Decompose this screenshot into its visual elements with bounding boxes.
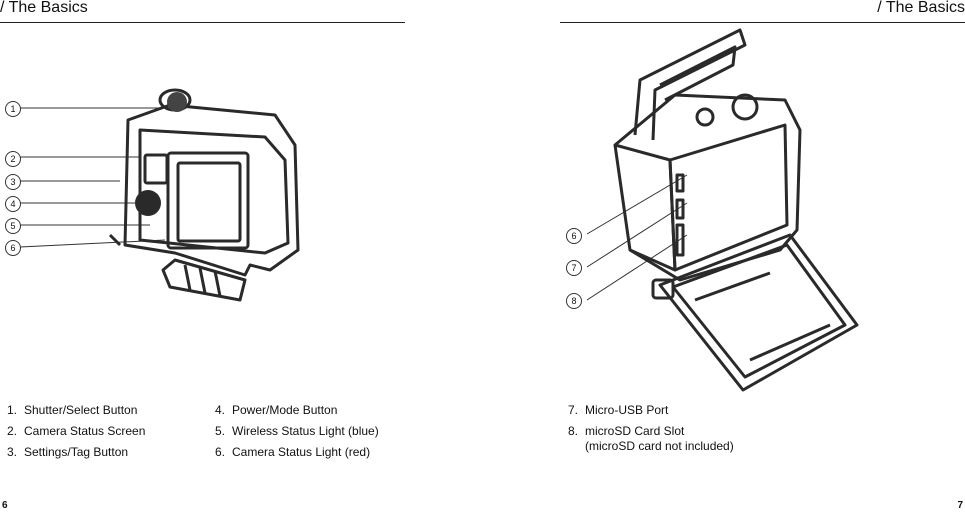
list-number: 5. bbox=[215, 424, 226, 438]
page-number: 7 bbox=[957, 500, 963, 511]
list-label: Camera Status Light (red) bbox=[232, 445, 371, 459]
callout-badge: 7 bbox=[566, 260, 582, 276]
list-number: 4. bbox=[215, 403, 226, 417]
right-page: / The Basics 6 7 bbox=[495, 0, 965, 513]
left-page: / The Basics 1 2 3 4 5 bbox=[0, 0, 470, 513]
section-title: / The Basics bbox=[0, 0, 88, 16]
list-item: 4. Power/Mode Button bbox=[215, 400, 379, 421]
header-rule bbox=[560, 22, 965, 23]
list-item: 5. Wireless Status Light (blue) bbox=[215, 421, 379, 442]
callout-badge: 8 bbox=[566, 293, 582, 309]
list-number: 8. bbox=[568, 424, 579, 438]
list-number: 3. bbox=[7, 445, 18, 459]
parts-list-col2: 4. Power/Mode Button 5. Wireless Status … bbox=[215, 400, 379, 463]
parts-list-col1: 1. Shutter/Select Button 2. Camera Statu… bbox=[7, 400, 145, 463]
callout-badge: 6 bbox=[5, 240, 21, 256]
page-number: 6 bbox=[2, 500, 8, 511]
list-item: 7. Micro-USB Port bbox=[568, 400, 734, 421]
list-label: microSD Card Slot bbox=[585, 424, 685, 438]
section-title: / The Basics bbox=[877, 0, 965, 16]
list-number: 6. bbox=[215, 445, 226, 459]
list-item: 2. Camera Status Screen bbox=[7, 421, 145, 442]
list-label: Camera Status Screen bbox=[24, 424, 146, 438]
list-item: 1. Shutter/Select Button bbox=[7, 400, 145, 421]
list-number: 7. bbox=[568, 403, 579, 417]
callout-badge: 3 bbox=[5, 174, 21, 190]
list-label: Shutter/Select Button bbox=[24, 403, 138, 417]
list-label: Wireless Status Light (blue) bbox=[232, 424, 379, 438]
camera-housing-front-illustration bbox=[19, 88, 300, 302]
callout-badge: 4 bbox=[5, 196, 21, 212]
list-label: Settings/Tag Button bbox=[24, 445, 129, 459]
list-number: 1. bbox=[7, 403, 18, 417]
parts-list: 7. Micro-USB Port 8. microSD Card Slot (… bbox=[568, 400, 734, 454]
list-note: (microSD card not included) bbox=[585, 439, 734, 453]
list-item: 8. microSD Card Slot bbox=[568, 421, 734, 442]
list-item: 3. Settings/Tag Button bbox=[7, 442, 145, 463]
header-rule bbox=[0, 22, 405, 23]
list-label: Micro-USB Port bbox=[585, 403, 669, 417]
camera-housing-open-illustration bbox=[586, 28, 859, 392]
callout-badge: 6 bbox=[566, 228, 582, 244]
list-item: 6. Camera Status Light (red) bbox=[215, 442, 379, 463]
callout-badge: 5 bbox=[5, 218, 21, 234]
callout-badge: 2 bbox=[5, 151, 21, 167]
list-label: Power/Mode Button bbox=[232, 403, 338, 417]
callout-badge: 1 bbox=[5, 101, 21, 117]
list-number: 2. bbox=[7, 424, 18, 438]
